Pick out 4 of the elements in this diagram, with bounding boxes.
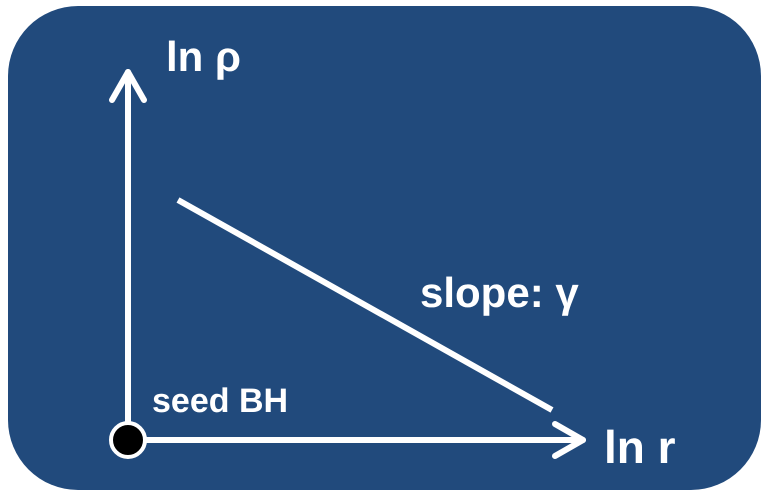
axis-label: ln ρ [166,36,241,78]
point-label: seed BH [152,384,288,418]
axis-label: ln r [604,424,676,470]
slope-label: slope: γ [420,272,579,314]
